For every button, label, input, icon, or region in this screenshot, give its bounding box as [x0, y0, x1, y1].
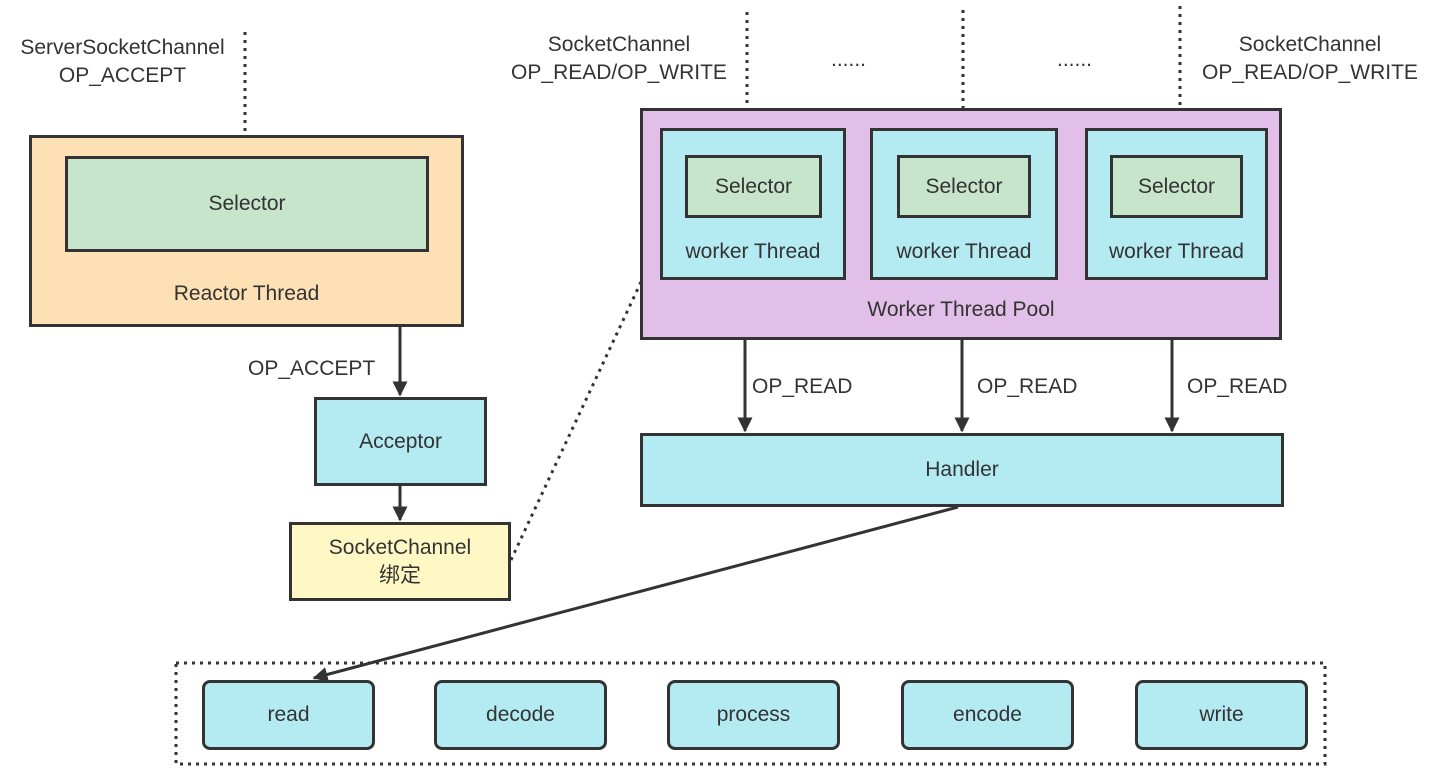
channel-label-2: SocketChannel OP_READ/OP_WRITE [1188, 31, 1432, 87]
op-accept-label: OP_ACCEPT [248, 357, 376, 380]
pipeline-step-process: process [667, 680, 840, 750]
pipeline-step-read-label: read [267, 703, 310, 726]
handler: Handler [640, 433, 1284, 507]
socket-channel-bind: SocketChannel 绑定 [289, 522, 511, 601]
worker-2-selector: Selector [897, 155, 1031, 218]
reactor-thread-label: Reactor Thread [173, 282, 320, 305]
worker-thread-pool: Selector worker Thread Selector worker T… [640, 108, 1282, 340]
ellipsis-2: ...... [1057, 48, 1093, 71]
worker-thread-1: Selector worker Thread [660, 128, 846, 280]
pipeline-step-encode-label: encode [953, 703, 1022, 726]
handler-label: Handler [925, 458, 999, 481]
worker-1-selector: Selector [685, 155, 822, 218]
server-channel-label-line1: ServerSocketChannel [20, 36, 225, 59]
worker-1-label: worker Thread [685, 240, 821, 263]
socket-channel-bind-line1: SocketChannel [328, 535, 472, 559]
pipeline-step-decode: decode [434, 680, 607, 750]
handler-to-read-arrow [312, 505, 959, 682]
channel-label-1-line2: OP_READ/OP_WRITE [511, 61, 727, 84]
pipeline-step-write-label: write [1199, 703, 1244, 726]
pipeline-step-process-label: process [716, 703, 791, 726]
worker-1-selector-label: Selector [714, 174, 793, 198]
worker-thread-pool-label: Worker Thread Pool [867, 298, 1055, 321]
acceptor-label: Acceptor [359, 429, 442, 453]
reactor-selector-label: Selector [208, 192, 286, 215]
pipeline-container [174, 661, 1327, 766]
ellipsis-1: ...... [831, 48, 867, 71]
acceptor: Acceptor [314, 397, 487, 486]
pipeline-step-read: read [202, 680, 375, 750]
pipeline-step-write: write [1135, 680, 1308, 750]
server-channel-label: ServerSocketChannel OP_ACCEPT [0, 34, 245, 90]
worker-3-selector-label: Selector [1137, 174, 1216, 198]
server-channel-label-line2: OP_ACCEPT [58, 64, 187, 87]
op-read-label-2: OP_READ [977, 375, 1078, 398]
channel-label-2-line2: OP_READ/OP_WRITE [1202, 61, 1418, 84]
worker-2-selector-label: Selector [925, 174, 1003, 198]
channel-label-2-line1: SocketChannel [1238, 33, 1382, 56]
reactor-selector: Selector [65, 156, 429, 252]
op-read-label-3: OP_READ [1187, 375, 1288, 398]
op-read-label-1: OP_READ [752, 375, 853, 398]
channel-label-1-line1: SocketChannel [547, 33, 691, 56]
pipeline-step-encode: encode [901, 680, 1074, 750]
worker-2-label: worker Thread [896, 240, 1032, 263]
worker-thread-2: Selector worker Thread [870, 128, 1058, 280]
worker-3-label: worker Thread [1108, 240, 1244, 263]
worker-3-selector: Selector [1110, 155, 1243, 218]
worker-thread-3: Selector worker Thread [1085, 128, 1268, 280]
reactor-thread: Selector Reactor Thread [29, 135, 464, 327]
pipeline-step-decode-label: decode [486, 703, 555, 726]
socket-channel-bind-line2: 绑定 [379, 563, 421, 587]
channel-label-1: SocketChannel OP_READ/OP_WRITE [497, 31, 741, 87]
